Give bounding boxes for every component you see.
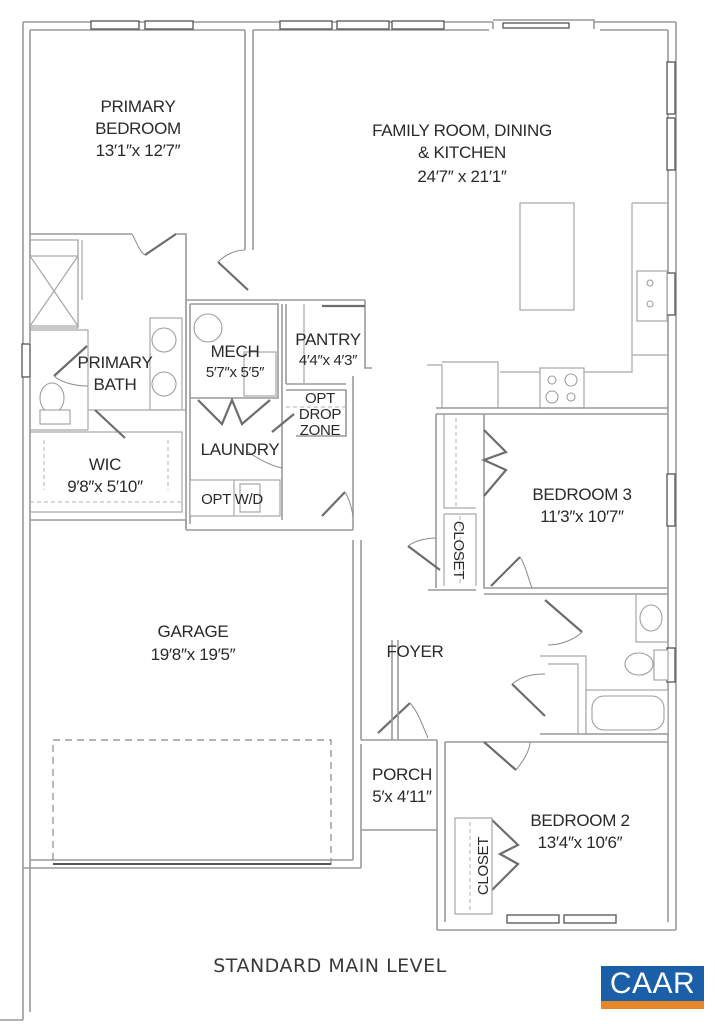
garage-door: [52, 739, 332, 865]
bedroom3-dims: 11′3″x 10′7″: [540, 507, 624, 526]
bedroom3-closet-label: CLOSET: [450, 521, 467, 579]
opt-wd-label: OPT W/D: [201, 491, 263, 508]
windows: [21, 20, 676, 924]
family-room-label: FAMILY ROOM, DINING: [372, 121, 552, 140]
caar-logo-bar: [601, 1001, 704, 1009]
wic-label: WIC: [89, 455, 121, 474]
kitchen-sink: [636, 270, 668, 322]
cooktop: [539, 367, 585, 409]
bedroom2-dims: 13′4″x 10′6″: [538, 833, 623, 852]
primary-bath: [29, 239, 187, 431]
porch-label: PORCH: [372, 765, 432, 784]
room-labels: PRIMARY BEDROOM 13′1″x 12′7″ FAMILY ROOM…: [67, 97, 632, 895]
bedroom2-label: BEDROOM 2: [530, 811, 629, 830]
primary-bedroom-label: PRIMARY: [100, 97, 175, 116]
kitchen: [427, 202, 668, 415]
family-room-label-2: & KITCHEN: [418, 143, 506, 162]
bedroom2-closet-label: CLOSET: [475, 837, 492, 895]
primary-bath-label: PRIMARY: [77, 353, 152, 372]
family-room-dims: 24′7″ x 21′1″: [417, 167, 506, 186]
kitchen-island: [519, 202, 575, 311]
primary-bedroom-label-2: BEDROOM: [95, 119, 181, 138]
hall-bath: [540, 594, 669, 735]
pantry-label: PANTRY: [295, 330, 361, 349]
primary-bedroom-walls: [30, 30, 254, 300]
garage-dims: 19′8″x 19′5″: [151, 645, 236, 664]
pantry-dims: 4′4″x 4′3″: [299, 352, 358, 369]
drop-zone-label-1: OPT: [305, 390, 335, 407]
primary-bath-label-2: BATH: [94, 375, 137, 394]
bedroom2-closet: [454, 817, 493, 915]
mech-label: MECH: [211, 342, 260, 361]
bedroom3-walls: [428, 414, 668, 595]
foyer-label: FOYER: [386, 642, 443, 661]
porch-dims: 5′x 4′11″: [372, 787, 432, 806]
exterior-walls: [0, 19, 677, 1021]
primary-bedroom-dims: 13′1″x 12′7″: [96, 141, 181, 160]
drop-zone-label-3: ZONE: [300, 422, 341, 439]
caar-logo: CAAR: [601, 966, 704, 1009]
plan-title: STANDARD MAIN LEVEL: [213, 955, 447, 977]
drop-zone-label-2: DROP: [299, 406, 341, 423]
wic-dims: 9′8″x 5′10″: [67, 477, 143, 496]
mech-dims: 5′7″x 5′5″: [206, 364, 265, 381]
doors: [53, 233, 583, 891]
laundry-label: LAUNDRY: [201, 440, 280, 459]
utility-walls: [185, 299, 372, 531]
caar-logo-text: CAAR: [609, 967, 696, 1000]
garage-label: GARAGE: [158, 622, 229, 641]
bedroom3-label: BEDROOM 3: [532, 485, 631, 504]
